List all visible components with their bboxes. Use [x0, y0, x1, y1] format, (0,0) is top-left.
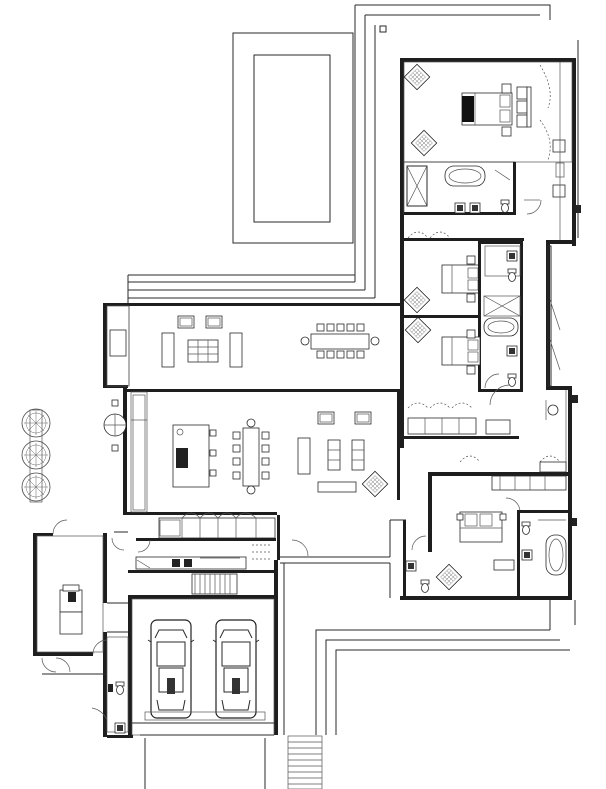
bed-icon — [441, 264, 481, 294]
sink-icon — [469, 202, 481, 214]
toilet-icon — [507, 268, 517, 282]
bedroom-3 — [404, 316, 481, 375]
entry-stairs — [140, 734, 323, 789]
toilet-icon — [521, 521, 531, 535]
plant-icon — [410, 129, 438, 157]
garage — [131, 598, 275, 736]
sofa-icon — [229, 332, 243, 368]
sofa-icon — [297, 437, 311, 475]
entry-walkway — [277, 40, 579, 735]
door-swing-icon — [52, 519, 68, 535]
sofa-icon — [516, 86, 532, 128]
laundry — [135, 512, 309, 595]
door-swing-icon — [484, 373, 500, 389]
tree-icon — [21, 408, 51, 438]
toilet-icon — [500, 199, 510, 213]
plant-icon — [435, 563, 463, 591]
sofa-icon — [354, 411, 372, 425]
pool-deck — [127, 4, 551, 305]
tree-icon — [21, 472, 51, 502]
dining-area — [300, 323, 380, 359]
sink-icon — [506, 250, 518, 262]
bed-icon — [461, 92, 513, 126]
trees — [21, 408, 51, 503]
sofa-icon — [317, 411, 335, 425]
toilet-icon — [507, 373, 517, 387]
dining-table-icon — [232, 418, 270, 495]
door-swing-icon — [526, 199, 542, 215]
sofa-icon — [317, 481, 357, 493]
door-swing-icon — [505, 497, 521, 513]
sink-icon — [114, 722, 126, 734]
sink-icon — [521, 549, 533, 561]
door-swing-icon — [489, 384, 511, 406]
tree-icon — [21, 440, 51, 470]
bedroom-4 — [435, 455, 567, 591]
bed-icon — [441, 336, 481, 366]
plant-icon — [404, 316, 432, 344]
exterior-walls — [33, 58, 576, 737]
door-swing-icon — [291, 539, 309, 557]
office — [36, 519, 128, 675]
bathtub-icon — [545, 534, 567, 576]
kitchen — [172, 424, 217, 488]
plant-icon — [403, 63, 431, 91]
plant-icon — [403, 286, 431, 314]
sink-icon — [405, 560, 417, 572]
terrace — [106, 305, 130, 387]
plant-icon — [361, 470, 389, 498]
car-icon — [212, 619, 260, 719]
bedroom-2 — [403, 231, 524, 391]
shared-bathroom — [478, 241, 523, 392]
wardrobe — [407, 402, 511, 435]
toilet-icon — [420, 579, 430, 593]
sofa-icon — [177, 315, 195, 329]
living-room — [103, 391, 389, 513]
car-icon — [147, 619, 195, 719]
sofa-icon — [161, 332, 175, 368]
master-bedroom — [403, 61, 573, 240]
sink-icon — [506, 345, 518, 357]
wc — [390, 519, 430, 598]
wc — [91, 636, 133, 738]
sink-icon — [454, 202, 466, 214]
sofa-icon — [205, 315, 223, 329]
toilet-icon — [115, 681, 125, 695]
bed-icon — [459, 511, 503, 543]
bathtub-icon — [444, 165, 486, 187]
dining-table-icon — [300, 323, 380, 359]
bathroom-4 — [517, 510, 569, 598]
bathtub-icon — [483, 317, 519, 337]
master-bathroom — [403, 161, 542, 215]
lounge — [161, 315, 243, 368]
